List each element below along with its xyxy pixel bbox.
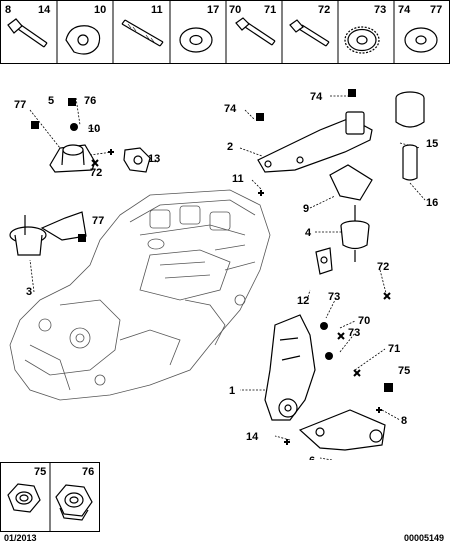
mount-part-5[interactable]: [49, 144, 96, 173]
callout-4: 4: [305, 227, 312, 239]
footer-date: 01/2013: [4, 533, 37, 543]
callout-6: 6: [309, 455, 315, 460]
callout-74-b: 74: [310, 91, 323, 103]
callout-76: 76: [84, 95, 96, 107]
rubber-mount-part-4[interactable]: [340, 205, 370, 262]
mount-part-3[interactable]: [9, 211, 87, 256]
strip-ref-10: 10: [94, 4, 106, 16]
stud-icon: [121, 19, 164, 47]
screw-icon: [289, 19, 330, 47]
callout-8: 8: [401, 415, 407, 427]
strip-ref-74: 74: [398, 4, 411, 16]
square-marker-icon: [31, 121, 39, 129]
callout-72: 72: [90, 167, 102, 179]
square-marker-icon: [256, 113, 264, 121]
square-marker-icon: [78, 234, 86, 242]
legend-ref-76: 76: [82, 466, 94, 478]
callout-3: 3: [26, 286, 32, 298]
nylon-lock-nut-icon: [55, 484, 93, 521]
strip-cell-8-14[interactable]: 8 14: [5, 4, 51, 48]
strip-cell-74-77[interactable]: 74 77: [398, 4, 442, 53]
square-marker-icon: [384, 383, 393, 392]
legend-cell-76[interactable]: 76: [55, 466, 94, 521]
callout-10: 10: [88, 123, 100, 135]
callout-labels: 77 5 76 10 72 13 74 74 2 15 16 11 9 77 3…: [14, 91, 438, 460]
cup-part-9[interactable]: [329, 164, 373, 201]
callout-2: 2: [227, 141, 233, 153]
callout-74: 74: [224, 103, 237, 115]
fastener-strip: 8 14 10 11: [0, 0, 450, 64]
bolt-icon: [235, 17, 276, 46]
callout-15: 15: [426, 138, 438, 150]
footer-reference-code: 00005149: [403, 533, 444, 543]
gearbox-bracket-part-1[interactable]: [264, 314, 316, 421]
strip-ref-73: 73: [374, 4, 386, 16]
legend-ref-75: 75: [34, 466, 46, 478]
strip-cell-73[interactable]: 73: [344, 4, 386, 54]
callout-1: 1: [229, 385, 235, 397]
torque-link-part-6[interactable]: [298, 409, 386, 451]
strip-qty-71: 71: [264, 4, 276, 16]
callout-77: 77: [14, 99, 26, 111]
strip-cell-11[interactable]: 11: [121, 4, 164, 47]
washer-icon: [179, 27, 213, 53]
nut-marker-icons: [31, 89, 393, 392]
legend-cell-75[interactable]: 75: [7, 466, 46, 513]
callout-13: 13: [148, 153, 160, 165]
strip-cell-70-71[interactable]: 70 71: [229, 4, 276, 46]
engine-mount-diagram: 77 5 76 10 72 13 74 74 2 15 16 11 9 77 3…: [9, 89, 438, 460]
callout-16: 16: [426, 197, 438, 209]
strip-ref-70: 70: [229, 4, 241, 16]
square-marker-icon: [68, 98, 76, 106]
flat-washer-icon: [404, 27, 438, 53]
callout-14: 14: [246, 431, 259, 443]
callout-5: 5: [48, 95, 54, 107]
callout-71: 71: [388, 343, 400, 355]
buffer-part-15[interactable]: [395, 91, 425, 128]
callout-73: 73: [328, 291, 340, 303]
strip-cell-10[interactable]: 10: [65, 4, 106, 55]
callout-12: 12: [297, 295, 309, 307]
engine-gearbox-illustration: [9, 189, 271, 401]
hex-nut-icon: [7, 483, 41, 513]
square-marker-icon: [348, 89, 356, 97]
strip-ref-17: 17: [207, 4, 219, 16]
lock-washer-icon: [65, 25, 101, 55]
spacer-part-16[interactable]: [402, 144, 418, 181]
circle-marker-icon: [325, 352, 333, 360]
strip-qty-14: 14: [38, 4, 51, 16]
strip-cell-72[interactable]: 72: [289, 4, 330, 47]
serrated-washer-icon: [344, 26, 380, 54]
bolt-flange-icon: [7, 18, 48, 48]
nut-legend: 75 76: [0, 462, 100, 532]
strip-ref-8: 8: [5, 4, 11, 16]
engine-bracket-part-2[interactable]: [257, 111, 373, 173]
callout-77-b: 77: [92, 215, 104, 227]
bracket-part-13[interactable]: [123, 147, 151, 173]
callout-75: 75: [398, 365, 410, 377]
callout-11: 11: [232, 173, 244, 185]
circle-marker-icon: [70, 123, 78, 131]
callout-72-b: 72: [377, 261, 389, 273]
callout-73-b: 73: [348, 327, 360, 339]
strip-cell-17[interactable]: 17: [179, 4, 219, 53]
bracket-part-12[interactable]: [315, 247, 333, 275]
bolt-marker-icons: [91, 149, 391, 445]
callout-70: 70: [358, 315, 370, 327]
strip-ref-72: 72: [318, 4, 330, 16]
strip-ref-11: 11: [151, 4, 163, 16]
strip-qty-77: 77: [430, 4, 442, 16]
circle-marker-icon: [320, 322, 328, 330]
callout-9: 9: [303, 203, 309, 215]
